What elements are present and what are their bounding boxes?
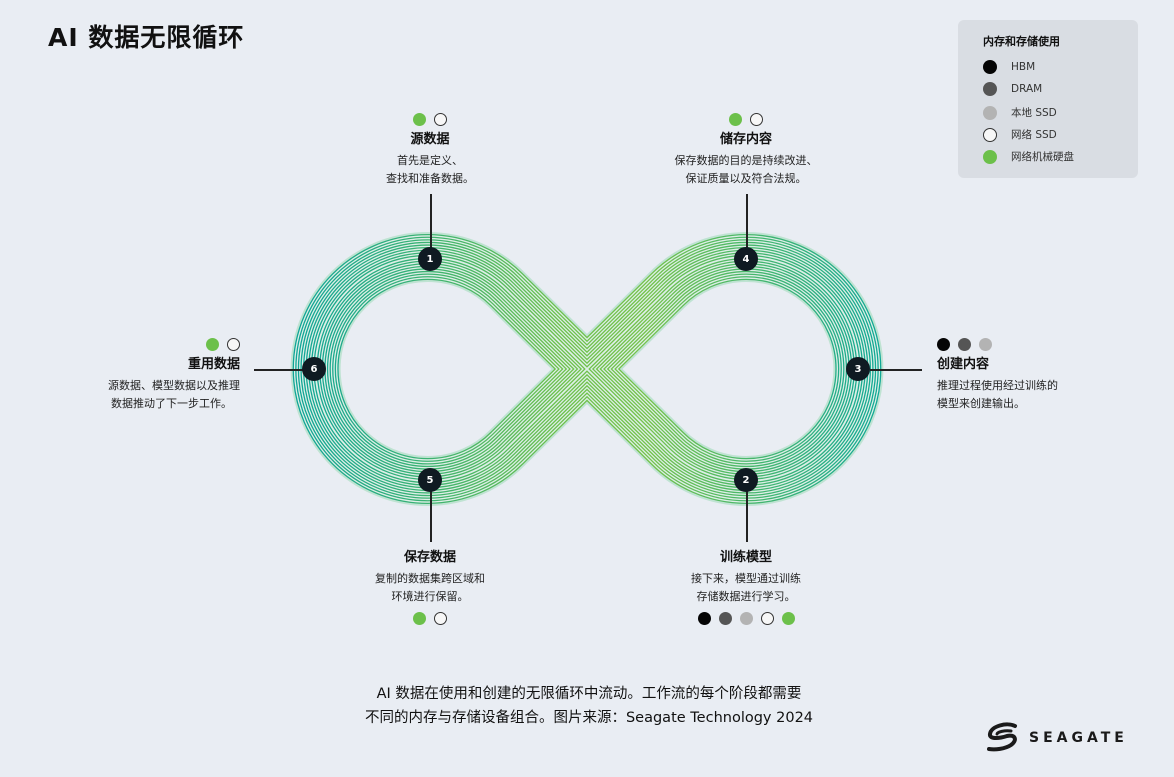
network-hdd-dot-icon — [983, 149, 997, 164]
legend-item-local-ssd: 本地 SSD — [983, 105, 1057, 120]
connector-1 — [430, 194, 432, 250]
stage-6-block: 重用数据 源数据、模型数据以及推理 数据推动了下一步工作。 — [0, 336, 240, 413]
network-ssd-dot-icon — [750, 112, 763, 126]
hbm-dot-icon — [937, 337, 950, 351]
stage-5-block: 保存数据 复制的数据集跨区域和 环境进行保留。 — [310, 545, 550, 626]
seagate-logo: SEAGATE — [985, 722, 1128, 754]
stage-desc: 环境进行保留。 — [391, 590, 469, 603]
connector-6 — [254, 369, 304, 371]
stage-node-2: 2 — [734, 468, 758, 492]
stage-node-5: 5 — [418, 468, 442, 492]
connector-5 — [430, 490, 432, 542]
stage-4-block: 储存内容 保存数据的目的是持续改进、 保证质量以及符合法规。 — [626, 111, 866, 188]
network-ssd-dot-icon — [434, 112, 447, 126]
network-hdd-dot-icon — [413, 611, 426, 625]
dram-dot-icon — [718, 611, 732, 625]
legend-item-network-ssd: 网络 SSD — [983, 127, 1057, 142]
storage-dots — [937, 336, 1174, 352]
legend-label: HBM — [1011, 61, 1036, 73]
legend-label: 网络机械硬盘 — [1011, 151, 1074, 163]
connector-4 — [746, 194, 748, 250]
stage-desc: 接下来，模型通过训练 — [691, 572, 801, 585]
stage-title: 源数据 — [410, 132, 450, 147]
stage-title: 保存数据 — [403, 550, 456, 565]
loop-stripe — [314, 256, 860, 482]
network-hdd-dot-icon — [729, 112, 742, 126]
network-hdd-dot-icon — [413, 112, 426, 126]
stage-desc: 存储数据进行学习。 — [696, 590, 796, 603]
storage-dots — [310, 111, 550, 127]
page-title: AI 数据无限循环 — [48, 23, 245, 52]
local-ssd-dot-icon — [979, 337, 992, 351]
legend-label: DRAM — [1011, 83, 1043, 95]
stage-3-block: 创建内容 推理过程使用经过训练的 模型来创建输出。 — [937, 336, 1174, 413]
storage-dots — [626, 111, 866, 127]
network-ssd-dot-icon — [983, 127, 997, 142]
local-ssd-dot-icon — [739, 611, 753, 625]
legend-item-network-hdd: 网络机械硬盘 — [983, 149, 1074, 164]
local-ssd-dot-icon — [983, 105, 997, 120]
legend-item-dram: DRAM — [983, 82, 1042, 96]
brand-name: SEAGATE — [1029, 730, 1128, 746]
dram-dot-icon — [983, 82, 997, 96]
caption: AI 数据在使用和创建的无限循环中流动。工作流的每个阶段都需要 不同的内存与存储… — [289, 682, 889, 730]
stage-desc: 保存数据的目的是持续改进、 — [674, 154, 818, 167]
dram-dot-icon — [958, 337, 971, 351]
stage-title: 创建内容 — [937, 357, 990, 372]
network-ssd-dot-icon — [227, 337, 240, 351]
stage-desc: 保证质量以及符合法规。 — [685, 172, 807, 185]
stage-desc: 源数据、模型数据以及推理 — [108, 379, 240, 392]
stage-desc: 首先是定义、 — [397, 154, 463, 167]
stage-node-6: 6 — [302, 357, 326, 381]
hbm-dot-icon — [697, 611, 711, 625]
stage-2-block: 训练模型 接下来，模型通过训练 存储数据进行学习。 — [626, 545, 866, 626]
stage-1-block: 源数据 首先是定义、 查找和准备数据。 — [310, 111, 550, 188]
storage-dots — [0, 336, 240, 352]
stage-desc: 复制的数据集跨区域和 — [375, 572, 485, 585]
legend: 内存和存储使用 HBM DRAM 本地 SSD 网络 SSD 网络机械硬盘 — [958, 20, 1138, 178]
network-ssd-dot-icon — [760, 611, 774, 625]
network-ssd-dot-icon — [434, 611, 447, 625]
stage-desc: 数据推动了下一步工作。 — [111, 397, 232, 410]
storage-dots — [626, 610, 866, 626]
hbm-dot-icon — [983, 60, 997, 74]
stage-title: 储存内容 — [719, 132, 772, 147]
stage-node-4: 4 — [734, 247, 758, 271]
stage-node-3: 3 — [846, 357, 870, 381]
legend-item-hbm: HBM — [983, 60, 1035, 74]
network-hdd-dot-icon — [206, 337, 219, 351]
legend-label: 本地 SSD — [1011, 107, 1057, 119]
legend-label: 网络 SSD — [1011, 129, 1057, 141]
caption-line: AI 数据在使用和创建的无限循环中流动。工作流的每个阶段都需要 — [376, 686, 802, 702]
storage-dots — [310, 610, 550, 626]
seagate-swirl-icon — [987, 722, 1017, 752]
stage-desc: 推理过程使用经过训练的 — [937, 379, 1058, 392]
caption-line: 不同的内存与存储设备组合。图片来源：Seagate Technology 202… — [364, 710, 814, 726]
stage-desc: 查找和准备数据。 — [386, 172, 474, 185]
stage-title: 重用数据 — [187, 357, 240, 372]
connector-3 — [870, 369, 922, 371]
stage-desc: 模型来创建输出。 — [937, 397, 1025, 410]
network-hdd-dot-icon — [781, 611, 795, 625]
stage-title: 训练模型 — [719, 550, 772, 565]
connector-2 — [746, 490, 748, 542]
stage-node-1: 1 — [418, 247, 442, 271]
legend-title: 内存和存储使用 — [983, 35, 1060, 48]
